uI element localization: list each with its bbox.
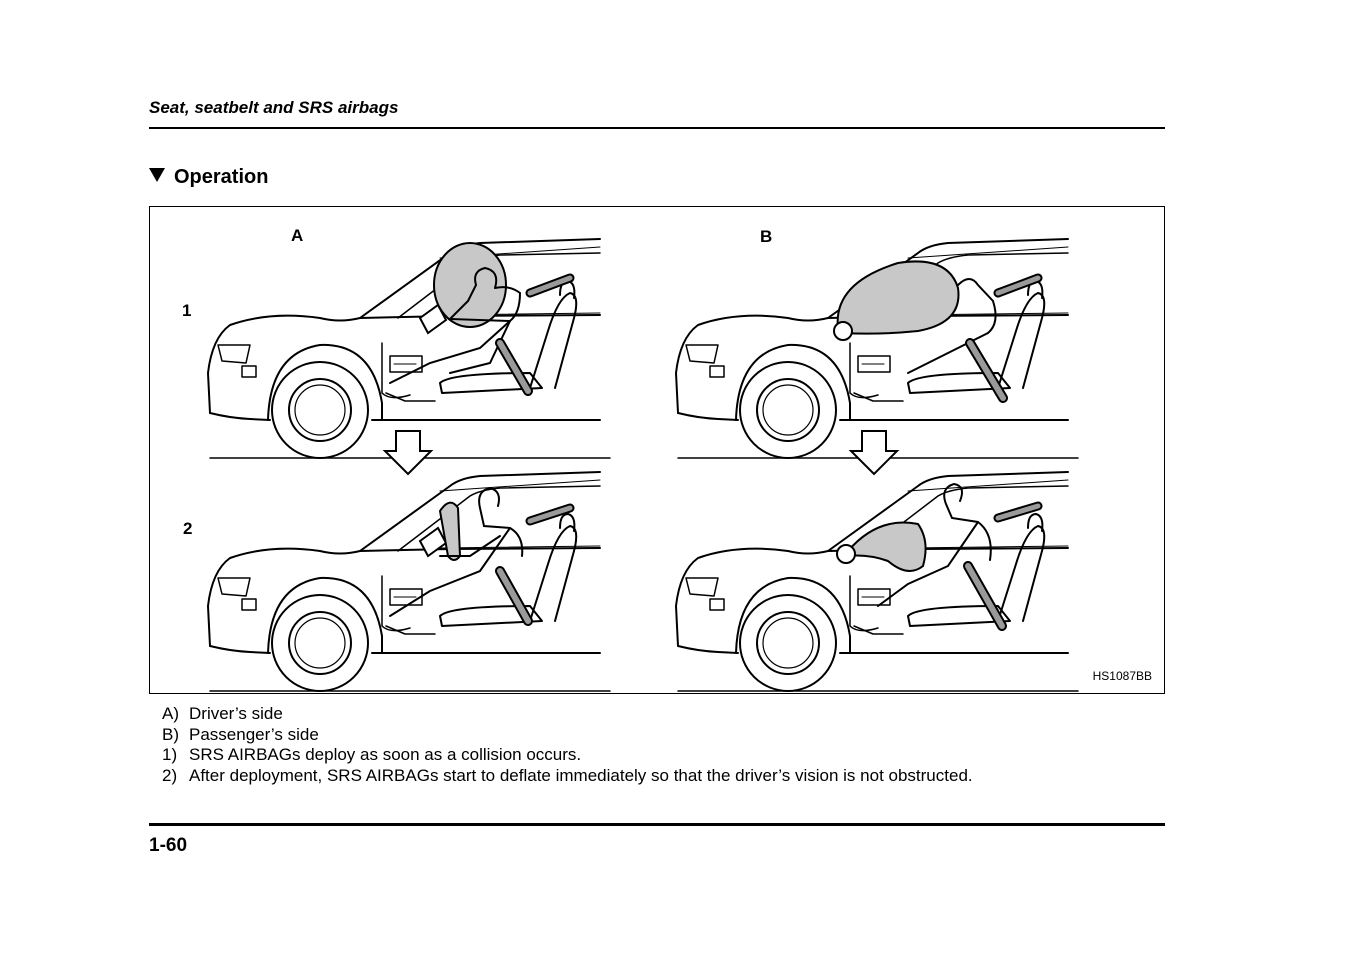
section-title-text: Operation [174,166,269,188]
column-label-a: A [291,226,304,245]
driver-deploy-drawing [207,238,611,459]
passenger-deploy-drawing [675,238,1079,459]
page-header-title: Seat, seatbelt and SRS airbags [149,98,399,117]
footer-rule [149,823,1165,826]
legend-item: 1)SRS AIRBAGs deploy as soon as a collis… [162,745,582,764]
legend-item: 2)After deployment, SRS AIRBAGs start to… [162,765,973,785]
legend-item: B)Passenger’s side [162,724,319,744]
passenger-deflate-drawing [675,471,1079,692]
driver-deflate-drawing [207,471,611,692]
airbag-operation-figure: A B 1 2 HS1087BB [149,206,1165,694]
arrow-down-icon [382,430,434,476]
arrow-down-icon [848,430,900,476]
row-label-2: 2 [183,519,193,538]
page-number: 1-60 [149,835,188,856]
header-rule [149,127,1165,129]
triangle-down-icon [149,168,165,182]
figure-legend: A)Driver’s side B)Passenger’s side 1)SRS… [162,704,973,786]
legend-item: A)Driver’s side [162,704,283,723]
row-label-1: 1 [182,301,192,320]
airbag-illustration [207,238,1079,692]
section-title: Operation [149,166,268,189]
column-label-b: B [760,227,773,246]
figure-code: HS1087BB [1092,669,1152,683]
